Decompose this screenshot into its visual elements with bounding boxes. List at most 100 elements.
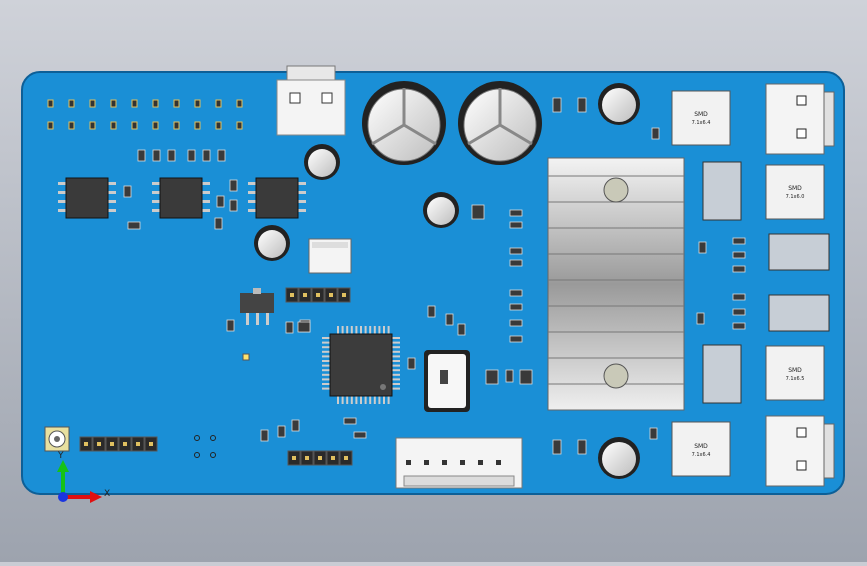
qfp-pin [369, 396, 372, 404]
coax-connector [44, 426, 70, 452]
smd-part [505, 369, 514, 383]
header-pin [236, 121, 243, 130]
ic-pin [152, 200, 160, 203]
ic-pin [108, 191, 116, 194]
smd-part [471, 204, 485, 220]
qfp-pin [392, 364, 400, 367]
connector-pin [442, 460, 447, 465]
smd-part [509, 259, 523, 267]
smd-part [137, 149, 146, 162]
y-axis-label: Y [57, 451, 64, 461]
ic-pin [248, 191, 256, 194]
header-pin [110, 99, 117, 108]
smd-part [732, 237, 746, 245]
header-pin [149, 442, 153, 446]
ic-pin [202, 182, 210, 185]
smd-inductor-bottom: SMD 7.1x6.4 [671, 421, 731, 477]
header-pin [84, 442, 88, 446]
ic-pin [202, 191, 210, 194]
smd-part [485, 369, 499, 385]
terminal-block [765, 415, 825, 487]
ic-pin [202, 200, 210, 203]
smd-part [552, 97, 562, 113]
terminal-side [823, 91, 835, 147]
smd-part [343, 417, 357, 425]
header-pin [290, 293, 294, 297]
qfp-pin [322, 355, 330, 358]
header-pin [131, 121, 138, 130]
qfp-pin [392, 355, 400, 358]
header-pin [68, 121, 75, 130]
header-pin [292, 456, 296, 460]
header-pin [318, 456, 322, 460]
smd-part [229, 199, 238, 212]
smd-part [407, 357, 416, 370]
smd-part [651, 127, 660, 140]
ic-pin [248, 182, 256, 185]
header-pin [131, 99, 138, 108]
smd-part [732, 322, 746, 330]
qfp-pin [322, 364, 330, 367]
header-pin [123, 442, 127, 446]
smd-part [291, 419, 300, 432]
via-hole [194, 452, 200, 458]
via-hole [210, 452, 216, 458]
ic-pin [248, 200, 256, 203]
small-capacitor-group [254, 83, 640, 479]
smd-inductor-mid-top: SMD 7.1x6.0 [765, 164, 825, 220]
header-pin [316, 293, 320, 297]
ic-pin [58, 200, 66, 203]
smd-inductor-top: SMD 7.1x6.4 [671, 90, 731, 146]
smd-part [732, 293, 746, 301]
qfp-pin [392, 350, 400, 353]
smd-part [187, 149, 196, 162]
header-pin [215, 99, 222, 108]
inductor-label: SMD [788, 185, 802, 192]
smd-part [217, 149, 226, 162]
smd-part [577, 439, 587, 455]
qfp-pin [341, 396, 344, 404]
smd-part [167, 149, 176, 162]
smd-part [696, 312, 705, 325]
qfp-pin [373, 396, 376, 404]
top-connector [276, 65, 346, 136]
smd-part [445, 313, 454, 326]
qfp-pin [392, 387, 400, 390]
x-axis-label: X [104, 489, 110, 499]
ic-pin [108, 209, 116, 212]
qfp-pin [369, 326, 372, 334]
header-pin [342, 293, 346, 297]
terminal-screw [796, 128, 807, 139]
qfp-pin [392, 369, 400, 372]
qfp-pin [322, 350, 330, 353]
terminal-screw [796, 95, 807, 106]
capacitor-top [427, 197, 455, 225]
header-pin [47, 99, 54, 108]
capacitor-top [258, 230, 286, 258]
soic-ic [65, 177, 109, 219]
header-pin [89, 99, 96, 108]
header-pin [173, 99, 180, 108]
smd-part [457, 323, 466, 336]
header-pin [152, 99, 159, 108]
qfp-pin [387, 396, 390, 404]
smd-part [519, 369, 533, 385]
qfp-pin [392, 378, 400, 381]
smd-part [260, 429, 269, 442]
connector-pin [496, 460, 501, 465]
qfp-pin [392, 383, 400, 385]
header-pin [331, 456, 335, 460]
smd-part [509, 335, 523, 343]
header-pin [110, 442, 114, 446]
inductor-label: SMD [694, 111, 708, 118]
qfp-pin [373, 326, 376, 334]
header-pin [173, 121, 180, 130]
ic-pin [298, 200, 306, 203]
large-capacitor-right [458, 81, 542, 165]
connector-pin [460, 460, 465, 465]
qfp-pin [322, 378, 330, 381]
heatsink [547, 157, 685, 411]
soic-ic [255, 177, 299, 219]
